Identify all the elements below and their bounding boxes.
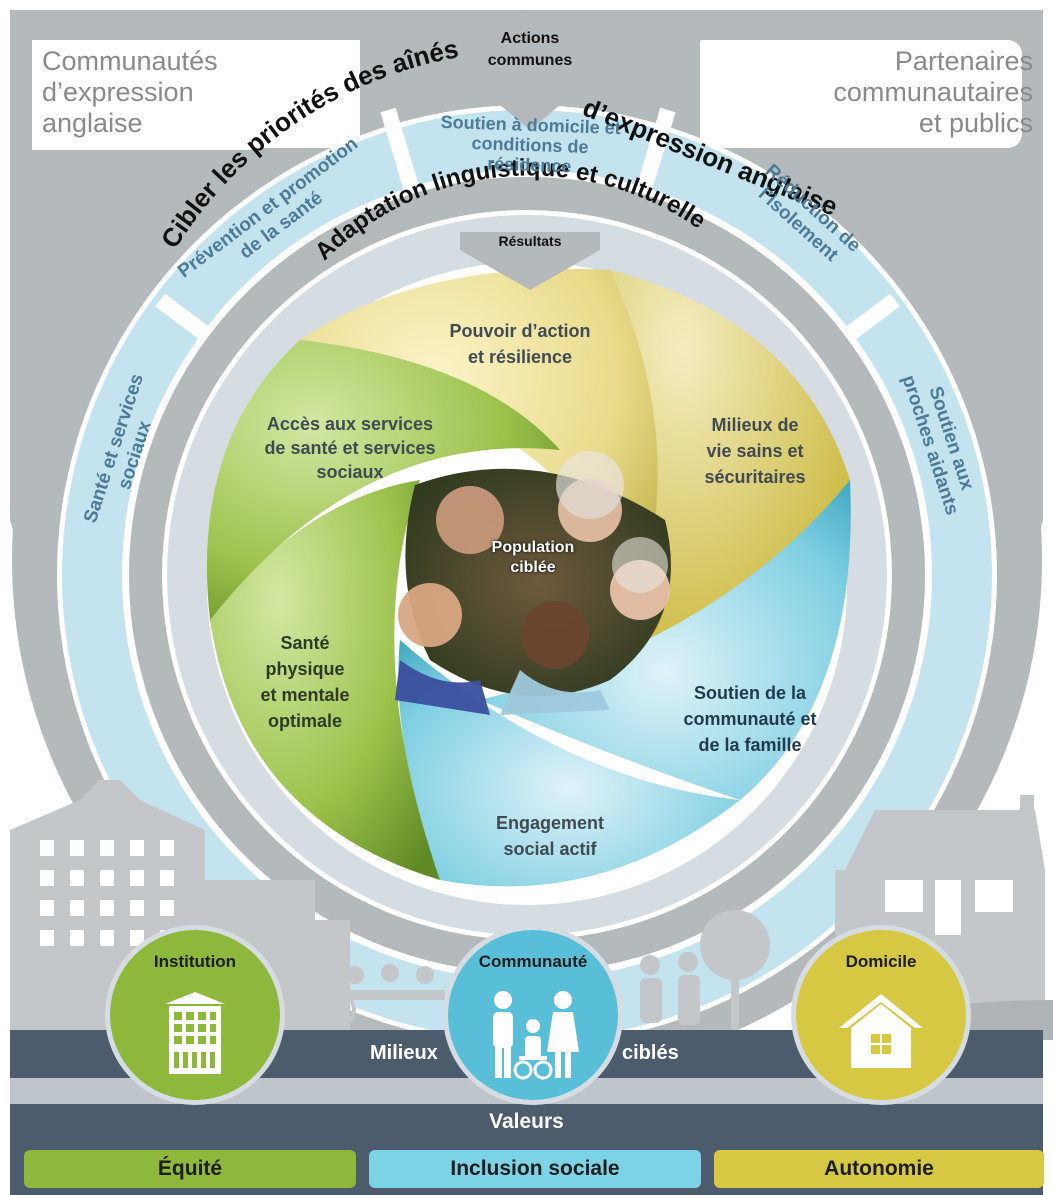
setting-domicile-title: Domicile (845, 952, 917, 971)
cibles-label: ciblés (622, 1042, 679, 1064)
results-arrow (460, 232, 600, 290)
setting-institution-title: Institution (153, 952, 237, 971)
outcome-pouvoir: Pouvoir d’action et résilience (449, 321, 591, 367)
valeurs-title: Valeurs (489, 1110, 564, 1133)
corner-panel-right (690, 40, 1022, 148)
value-inclusion-sociale: Inclusion sociale (369, 1150, 701, 1188)
population-label: Population ciblée (491, 539, 575, 576)
corner-label-left: Communautés d’expression anglaise (42, 46, 218, 138)
action-soutien-domicile: Soutien à domicile et conditions de rési… (440, 111, 622, 177)
outcome-flower (206, 262, 851, 898)
value-equite: Équité (24, 1150, 356, 1188)
setting-communaute: Communauté (448, 930, 618, 1100)
actions-communes-label: Actions communes (487, 30, 573, 69)
valeurs-bar (10, 1104, 1043, 1138)
seniors-faces (395, 451, 670, 715)
setting-communaute-title: Communauté (478, 952, 588, 971)
house-icon (796, 990, 966, 1070)
actions-arrow (470, 15, 590, 130)
milieux-label: Milieux (370, 1042, 438, 1064)
outcome-engagement: Engagement social actif (495, 813, 605, 859)
outcome-soutien: Soutien de la communauté et de la famill… (683, 683, 817, 755)
results-label: Résultats (498, 233, 562, 249)
outcome-sante: Santé physique et mentale optimale (260, 633, 350, 731)
outcome-milieux-vie: Milieux de vie sains et sécuritaires (704, 415, 806, 487)
setting-domicile: Domicile (796, 930, 966, 1100)
outcome-acces: Accès aux services de santé et services … (264, 414, 436, 482)
family-icon (448, 990, 618, 1082)
setting-institution: Institution (110, 930, 280, 1100)
value-autonomie: Autonomie (714, 1150, 1044, 1188)
building-icon (110, 990, 280, 1078)
corner-label-right: Partenaires communautaires et publics (833, 46, 1033, 138)
